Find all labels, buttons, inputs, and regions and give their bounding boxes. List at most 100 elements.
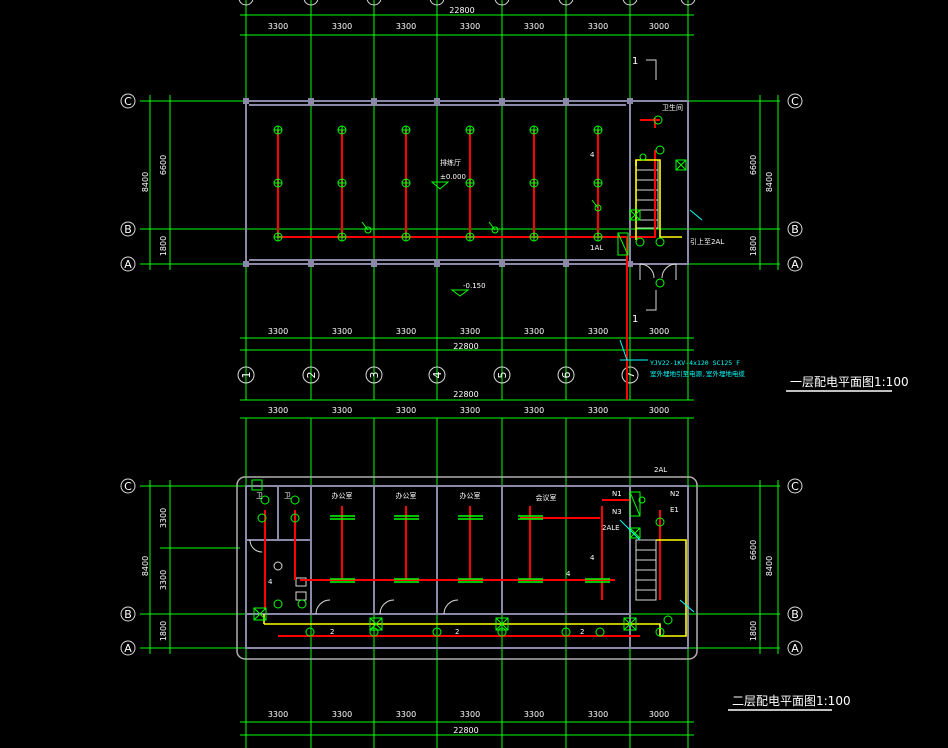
circuit-number: 4 (590, 151, 595, 159)
circuit-n3: N3 (612, 508, 622, 516)
outside-elevation-label: -0.150 (463, 282, 486, 290)
axis2-bubble-b-right (787, 606, 803, 622)
exhaust-fan-2 (629, 209, 641, 221)
axis-label-c-right: C (791, 95, 799, 108)
floor1-annex-wall (629, 100, 689, 265)
dim-left-2: 1800 (159, 236, 168, 256)
circuit-n2: N2 (670, 490, 680, 498)
section-mark-bottom-line (646, 290, 657, 311)
dim-top-1: 3300 (268, 22, 288, 31)
axis-label-2: 2 (305, 372, 318, 379)
axis-label-6: 6 (560, 372, 573, 379)
axis-bubble-3 (365, 366, 383, 384)
axis-bubble-a-right (787, 256, 803, 272)
second-floor-plan: 办公室 办公室 办公室 会议室 卫 卫 2AL 2ALE N1 N2 N3 E1… (236, 466, 851, 711)
dim2-right-total: 8400 (765, 556, 774, 576)
axis-bubble-1 (237, 366, 255, 384)
row-axis-bubbles: C B A C B A C B A C B A (120, 93, 803, 656)
section-mark-top-line (646, 59, 657, 80)
dim2-left-1: 3300 (159, 508, 168, 528)
room-office-3: 办公室 (460, 491, 481, 500)
axis2-bubble-a-left (120, 640, 136, 656)
panel-1al (617, 232, 629, 256)
dims-upper-bottom: 3300 3300 3300 3300 3300 3300 3000 22800 (268, 327, 669, 351)
axis2-label-c-right: C (791, 480, 799, 493)
floor2-title: 二层配电平面图1:100 (732, 694, 851, 708)
dim2-bot-total: 22800 (453, 726, 478, 735)
elevation-label: ±0.000 (440, 173, 466, 181)
axis-bubble-top-4 (429, 0, 445, 6)
grid-upper (140, 0, 780, 419)
dim2-top-3: 3300 (396, 406, 416, 415)
axis-label-4: 4 (431, 372, 444, 379)
dim2-right-1: 6600 (749, 540, 758, 560)
axis-bubble-top-6 (558, 0, 574, 6)
axis-bubble-4 (428, 366, 446, 384)
dim-right-1: 6600 (749, 155, 758, 175)
circuit-no-2: 4 (590, 554, 595, 562)
cable-note-2: 室外埋地引至电源,室外埋地电缆 (650, 369, 745, 378)
dim2-bot-4: 3300 (460, 710, 480, 719)
dim2-bot-6: 3300 (588, 710, 608, 719)
circuit-no-5: 2 (455, 628, 459, 636)
axis-label-b-left: B (124, 223, 132, 236)
dim2-bot-3: 3300 (396, 710, 416, 719)
panel-label-1al: 1AL (590, 244, 603, 252)
dim-bot-6: 3300 (588, 327, 608, 336)
floor2-outer-wall (245, 485, 689, 649)
axis-bubble-top-8 (680, 0, 696, 6)
dim-top-4: 3300 (460, 22, 480, 31)
axis2-bubble-b-left (120, 606, 136, 622)
panel-label-2al: 2AL (654, 466, 667, 474)
panel-2al (629, 491, 641, 517)
dim2-right-2: 1800 (749, 621, 758, 641)
floor1-title: 一层配电平面图1:100 (790, 375, 909, 389)
axis-label-3: 3 (368, 372, 381, 379)
axis-label-a-left: A (124, 258, 132, 271)
column-axis-bubbles: 1 2 3 4 5 6 7 (237, 0, 696, 384)
axis2-bubble-c-right (787, 478, 803, 494)
elevation-marker (430, 181, 450, 190)
dims-lower: 22800 3300 3300 3300 3300 3300 3300 3000… (141, 390, 774, 735)
dim-total-top: 22800 (449, 6, 474, 15)
dim2-top-6: 3300 (588, 406, 608, 415)
axis-label-5: 5 (496, 372, 509, 379)
axis-bubble-2 (302, 366, 320, 384)
dims-upper-sides: 8400 6600 1800 6600 8400 1800 (141, 155, 774, 256)
circuit-e1: E1 (670, 506, 679, 514)
dim-bot-total: 22800 (453, 342, 478, 351)
dim-top-6: 3300 (588, 22, 608, 31)
dim-bot-7: 3000 (649, 327, 669, 336)
dim2-bot-1: 3300 (268, 710, 288, 719)
dim-top-2: 3300 (332, 22, 352, 31)
dim-right-total: 8400 (765, 172, 774, 192)
dim2-left-3: 1800 (159, 621, 168, 641)
dim2-top-2: 3300 (332, 406, 352, 415)
dim-left-1: 6600 (159, 155, 168, 175)
cable-note-1: YJV22-1KV-4x120 SC125 F (650, 359, 740, 367)
axis2-label-b-right: B (791, 608, 799, 621)
room-toilet-2: 卫 (284, 492, 291, 500)
outside-elevation-marker (450, 289, 470, 297)
dim-top-5: 3300 (524, 22, 544, 31)
room-label-hall: 排练厅 (440, 158, 461, 167)
grid-lower (140, 418, 780, 748)
axis-bubble-top-7 (622, 0, 638, 6)
axis-label-c-left: C (124, 95, 132, 108)
circuit-n1: N1 (612, 490, 622, 498)
section-mark-top: 1 (632, 56, 638, 67)
dim-bot-2: 3300 (332, 327, 352, 336)
first-floor-plan: 排练厅 ±0.000 -0.150 卫生间 1AL 引上至2AL 4 1 1 Y… (243, 56, 909, 400)
room-office-1: 办公室 (332, 491, 353, 500)
axis-bubble-5 (493, 366, 511, 384)
dim2-left-total: 8400 (141, 556, 150, 576)
dim2-bot-7: 3000 (649, 710, 669, 719)
dims-upper-top: 22800 3300 3300 3300 3300 3300 3300 3000 (268, 6, 669, 31)
axis2-label-c-left: C (124, 480, 132, 493)
dim-top-7: 3000 (649, 22, 669, 31)
riser-label: 引上至2AL (690, 237, 724, 246)
axis-bubble-b-right (787, 221, 803, 237)
axis-bubble-c-left (120, 93, 136, 109)
axis-bubble-7 (621, 366, 639, 384)
